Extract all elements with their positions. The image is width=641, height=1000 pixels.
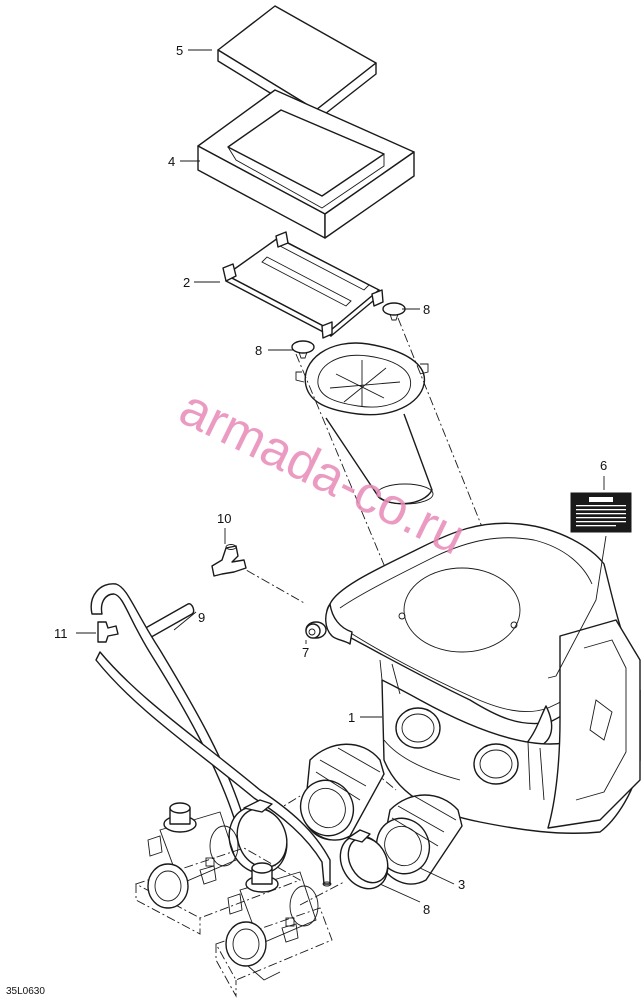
part-8-clamp-upper (228, 799, 288, 875)
callout-labels: 5 4 2 8 8 6 10 9 11 7 1 3 8 (54, 43, 607, 917)
part-8-clamp-lower (339, 829, 389, 890)
part-5-filter-pad (217, 5, 377, 122)
callout-8-upper-right: 8 (423, 302, 430, 317)
watermark-text: armada-co.ru (171, 379, 474, 567)
part-3-adaptor-upper (299, 743, 385, 841)
callout-8-upper-left: 8 (255, 343, 262, 358)
part-10-fitting (211, 544, 247, 577)
callout-2: 2 (183, 275, 190, 290)
part-8-plug-left (291, 340, 315, 359)
part-2-plate (222, 231, 384, 339)
callout-10: 10 (217, 511, 231, 526)
part-6-caution-label (570, 492, 632, 533)
callout-11: 11 (54, 626, 68, 641)
carburetor-left (134, 802, 302, 935)
callout-8-clamp: 8 (423, 902, 430, 917)
figure-id: 35L0630 (6, 986, 45, 997)
callout-1: 1 (348, 710, 355, 725)
part-7-grommet (305, 621, 327, 639)
callout-5: 5 (176, 43, 183, 58)
callout-7: 7 (302, 645, 309, 660)
part-1-air-box (325, 522, 641, 834)
vent-hoses (90, 583, 332, 887)
part-4-filter-frame (197, 89, 415, 239)
callout-9: 9 (198, 610, 205, 625)
part-3-adaptor-lower (375, 794, 463, 885)
intake-funnel (295, 342, 434, 505)
part-8-plug-right (382, 302, 406, 321)
callout-4: 4 (168, 154, 175, 169)
leader-lines (76, 49, 607, 903)
callout-3: 3 (458, 877, 465, 892)
carburetor-right (215, 862, 333, 998)
part-11-t-connector (97, 621, 119, 643)
callout-6: 6 (600, 458, 607, 473)
